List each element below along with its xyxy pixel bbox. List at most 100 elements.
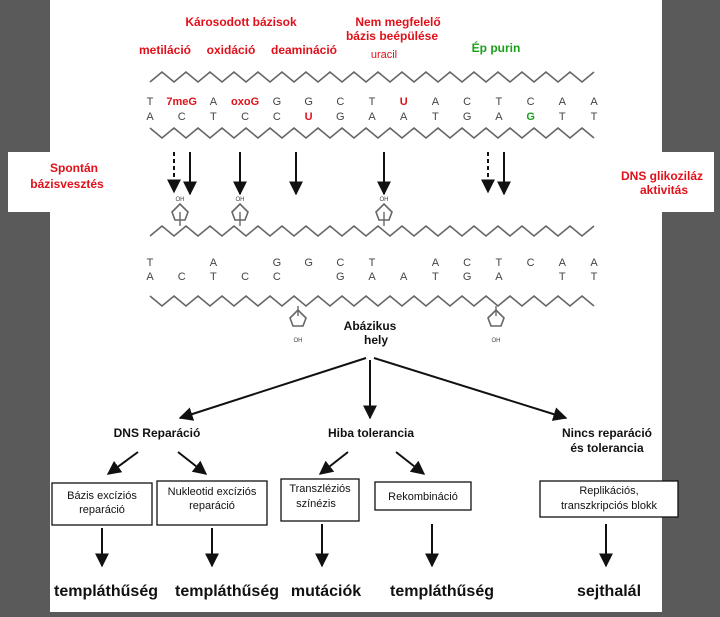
oh-label: OH: [294, 338, 303, 344]
branch-error-tolerance: Hiba tolerancia: [328, 426, 414, 440]
strand1-bottom-base-10: G: [463, 111, 472, 123]
ner-box: [156, 480, 268, 526]
strand1-top-base-11: T: [496, 96, 503, 108]
abasic-sugar-bottom-1: OH: [289, 306, 307, 344]
strand1-bottom-base-11: A: [495, 111, 503, 123]
outcome-fidelity-1: templáthűség: [54, 583, 158, 600]
spontaneous-loss-line2: bázisvesztés: [30, 177, 104, 191]
strand1-bottom-base-6: G: [336, 111, 345, 123]
strand1-top-base-3: oxoG: [231, 96, 259, 108]
mismatch-title-line1: Nem megfelelő: [355, 15, 440, 29]
strand1-top-base-2: A: [210, 96, 218, 108]
strand2-top-base-7: T: [369, 257, 376, 269]
outcome-fidelity-3: templáthűség: [390, 583, 494, 600]
strand1-top-base-4: G: [273, 96, 282, 108]
glycosylase-line1: DNS glikoziláz: [621, 169, 703, 183]
strand1-bottom-base-1: C: [178, 111, 186, 123]
strand1-top-base-8: U: [400, 96, 408, 108]
strand1-bottom-base-7: A: [368, 111, 376, 123]
ber-box-line1: Bázis excíziós: [67, 490, 137, 502]
strand1-bottom-base-4: C: [273, 111, 281, 123]
deamination-label: deamináció: [271, 43, 337, 57]
strand1-top-base-9: A: [432, 96, 440, 108]
strand2-top-base-12: C: [527, 257, 535, 269]
strand1-top-backbone: [149, 70, 595, 84]
strand1-bottom-base-0: A: [146, 111, 154, 123]
strand1-bottom-base-2: T: [210, 111, 217, 123]
outcome-fidelity-2: templáthűség: [175, 583, 279, 600]
oh-label: OH: [176, 197, 185, 203]
strand2-bottom-backbone: [149, 294, 595, 308]
glycosylase-line2: aktivitás: [640, 183, 688, 197]
strand1-top-base-12: C: [527, 96, 535, 108]
strand1-bottom-base-9: T: [432, 111, 439, 123]
strand1-top-base-5: G: [304, 96, 313, 108]
strand1-bottom-base-5: U: [305, 111, 313, 123]
uracil-label: uracil: [371, 49, 397, 61]
strand2-top-base-5: G: [304, 257, 313, 269]
strand2-bottom-base-14: T: [591, 271, 598, 283]
strand1-top-base-14: A: [590, 96, 598, 108]
strand2-bottom-base-11: A: [495, 271, 503, 283]
strand2-bottom-base-3: C: [241, 271, 249, 283]
recombination-box: [374, 481, 472, 511]
strand2-bottom-base-2: T: [210, 271, 217, 283]
block-box: [539, 480, 679, 518]
strand2-bottom-base-8: A: [400, 271, 408, 283]
abasic-sugar-top-3: OH: [375, 197, 393, 226]
strand2-bottom-base-10: G: [463, 271, 472, 283]
strand2-top-base-13: A: [559, 257, 567, 269]
block-box-line2: transzkripciós blokk: [561, 500, 657, 512]
strand1-top-base-10: C: [463, 96, 471, 108]
outcome-mutations: mutációk: [291, 583, 361, 600]
damaged-bases-title: Károsodott bázisok: [185, 15, 297, 29]
tls-box-line1: Transzléziós: [289, 483, 351, 495]
strand2-top-base-11: T: [496, 257, 503, 269]
oh-label: OH: [380, 197, 389, 203]
strand1-bottom-base-3: C: [241, 111, 249, 123]
strand1-bottom-base-14: T: [591, 111, 598, 123]
strand2-bottom-base-7: A: [368, 271, 376, 283]
mismatch-title-line2: bázis beépülése: [346, 29, 438, 43]
branch-no-repair-line2: és tolerancia: [570, 441, 644, 455]
strand1-bottom-base-12: G: [526, 111, 535, 123]
tls-box-line2: színézis: [296, 498, 336, 510]
arrow-to-recomb: [395, 451, 426, 475]
oh-label: OH: [492, 338, 501, 344]
arrow-to-ber: [106, 451, 139, 475]
abasic-sugar-top-2: OH: [231, 197, 249, 226]
strand2-bottom-base-6: G: [336, 271, 345, 283]
strand1-top-base-0: T: [147, 96, 154, 108]
abasic-site-line1: Abázikus: [344, 319, 397, 333]
ber-box: [51, 482, 153, 526]
abasic-sugar-top-1: OH: [171, 197, 189, 226]
strand1-top-base-6: C: [336, 96, 344, 108]
right-label-panel: [612, 152, 714, 212]
strand2-top-base-14: A: [590, 257, 598, 269]
branch-no-repair-line1: Nincs reparáció: [562, 426, 652, 440]
oh-label: OH: [236, 197, 245, 203]
abasic-sugar-bottom-2: OH: [487, 306, 505, 344]
strand1-bottom-base-8: A: [400, 111, 408, 123]
outcome-cell-death: sejthalál: [577, 583, 641, 600]
arrow-to-repair: [178, 357, 367, 421]
ber-box-line2: reparáció: [79, 504, 125, 516]
arrow-to-none: [373, 357, 568, 421]
strand2-top-backbone: [149, 224, 595, 238]
ner-box-line1: Nukleotid excíziós: [168, 486, 257, 498]
abasic-site-line2: hely: [364, 333, 388, 347]
arrow-to-tls: [318, 451, 349, 475]
strand2-top-base-6: C: [336, 257, 344, 269]
strand2-bottom-base-1: C: [178, 271, 186, 283]
strand2-bottom-base-9: T: [432, 271, 439, 283]
recombination-box-label: Rekombináció: [388, 491, 458, 503]
block-box-line1: Replikációs,: [579, 485, 638, 497]
strand2-bottom-base-13: T: [559, 271, 566, 283]
left-label-panel: [8, 152, 108, 212]
strand1-top-base-1: 7meG: [166, 96, 197, 108]
strand2-bottom-base-4: C: [273, 271, 281, 283]
